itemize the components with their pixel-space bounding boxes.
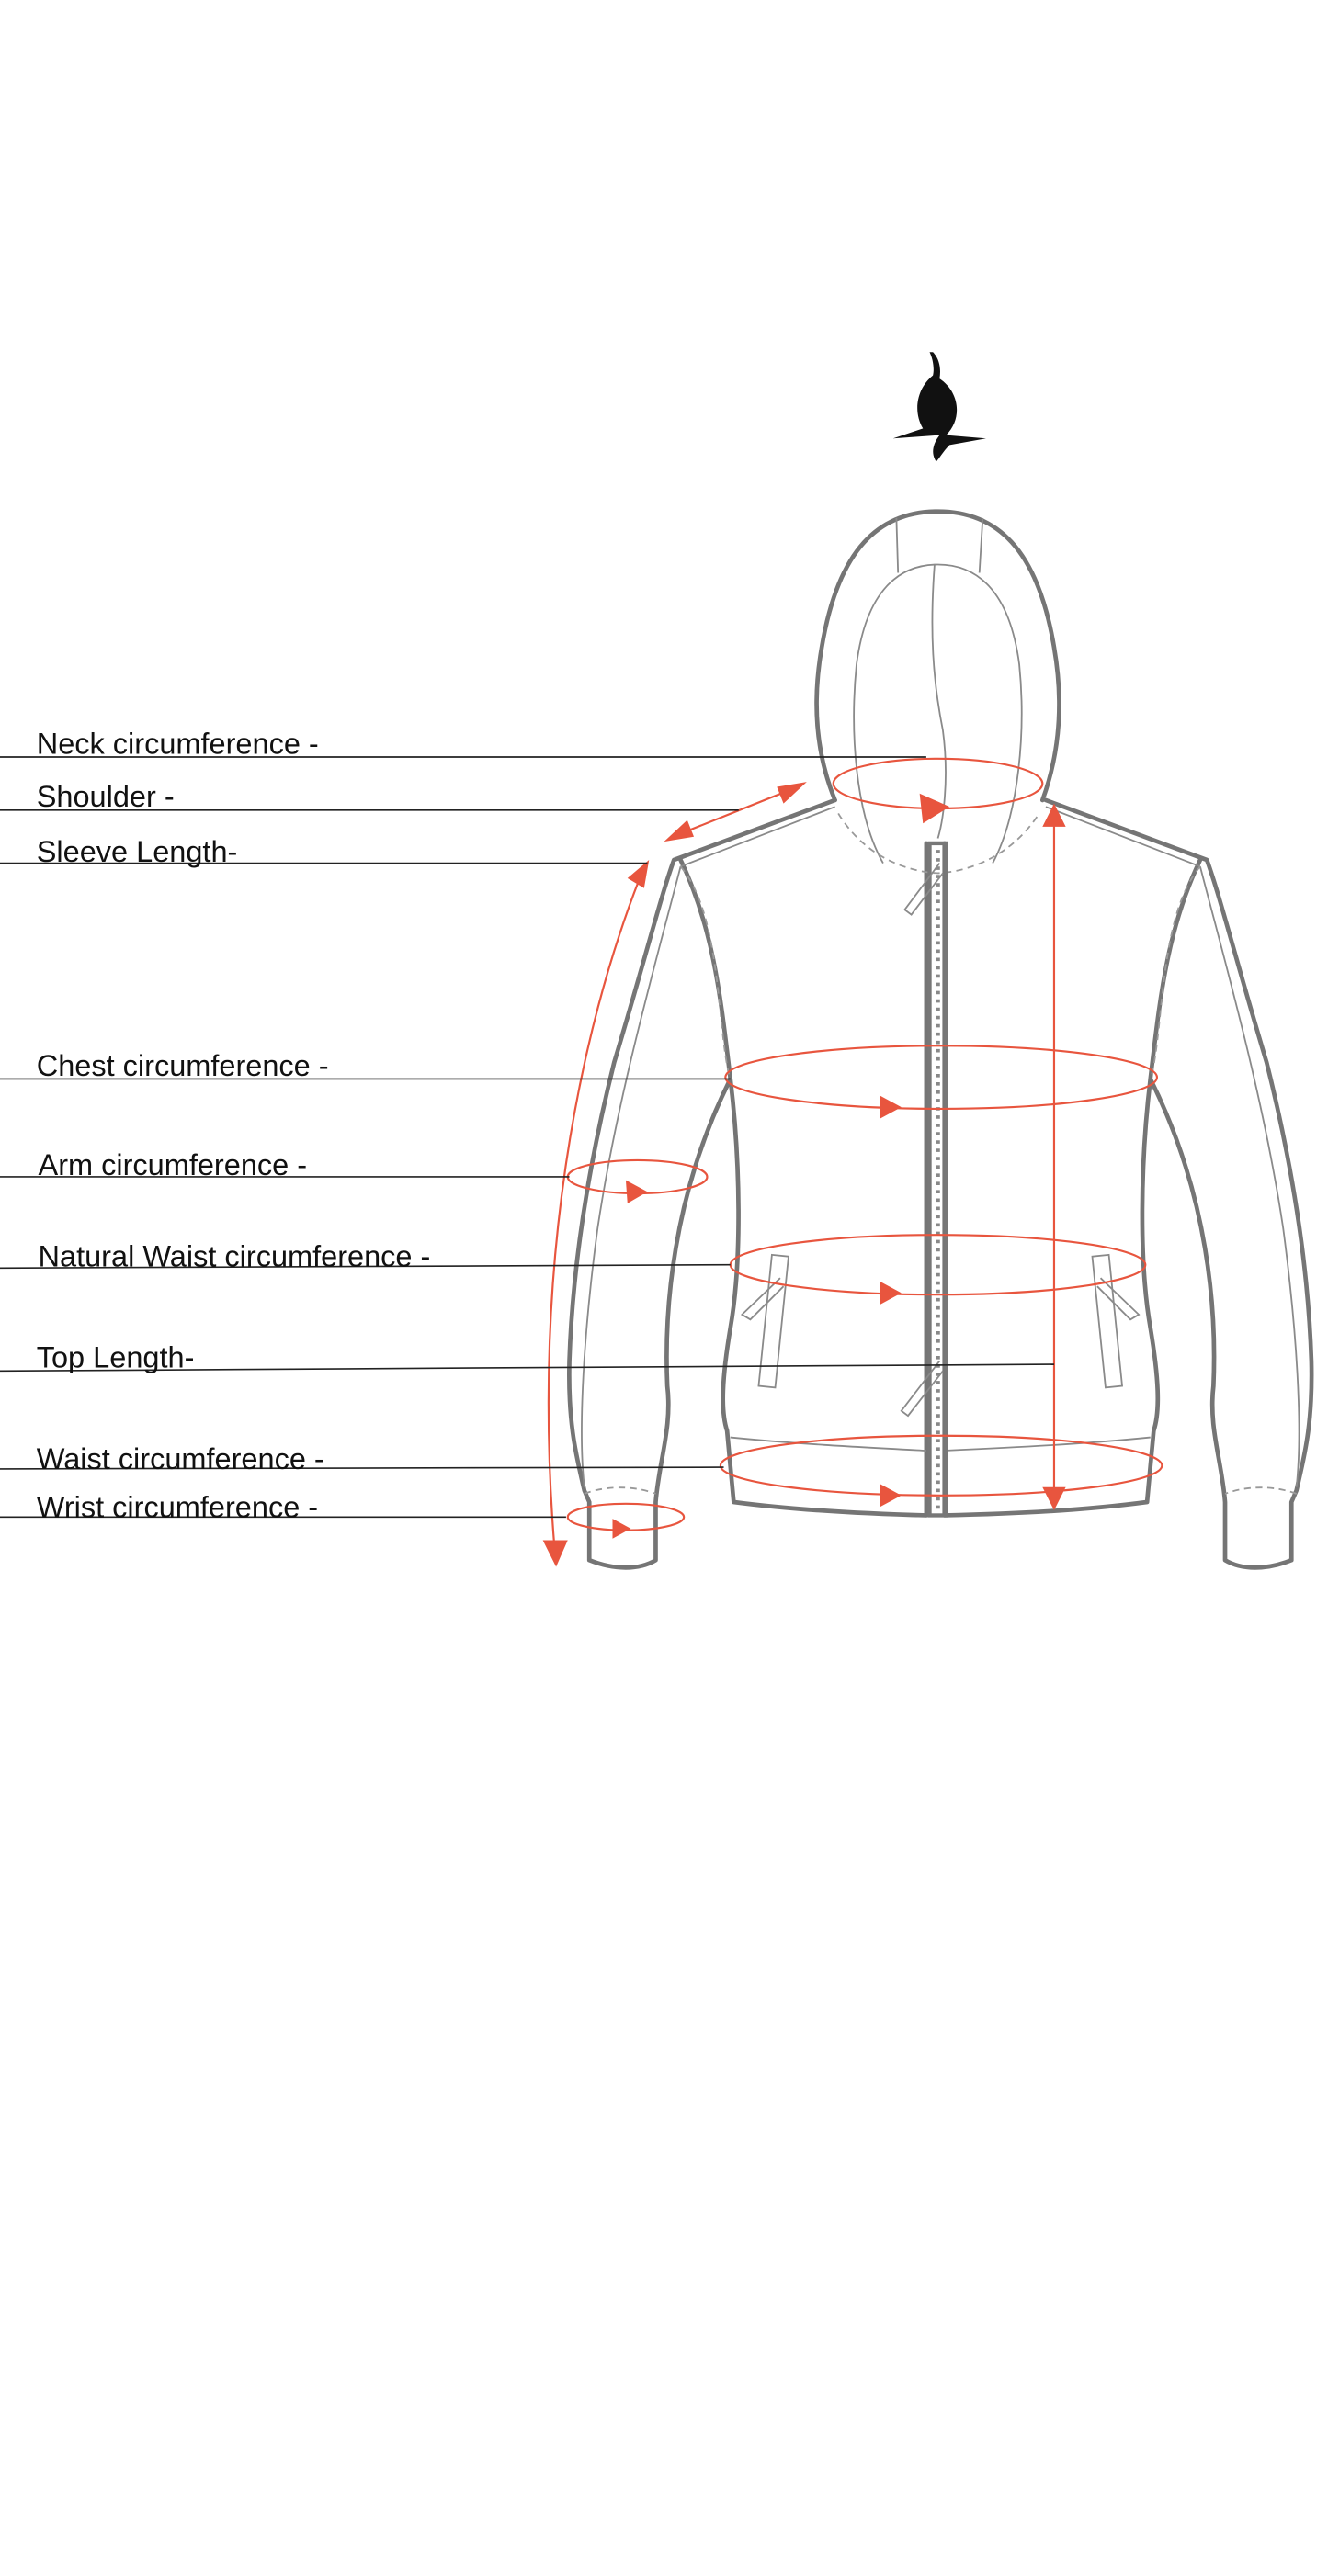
label-shoulder: Shoulder - [37, 780, 175, 813]
zipper [900, 841, 948, 1518]
label-waist-circumference: Waist circumference - [37, 1442, 324, 1475]
leader-top-length [0, 1363, 1054, 1373]
measure-top-length [1042, 803, 1066, 1511]
jacket-right-half [942, 797, 1314, 1570]
measurement-labels: Neck circumference - Shoulder - Sleeve L… [37, 727, 431, 1523]
measure-sleeve-length [542, 859, 650, 1567]
measure-wrist [566, 1502, 686, 1539]
leader-waist [0, 1466, 724, 1470]
label-sleeve-length: Sleeve Length- [37, 835, 238, 868]
label-chest-circumference: Chest circumference - [37, 1049, 329, 1082]
brand-logo-icon [892, 352, 986, 462]
label-wrist-circumference: Wrist circumference - [37, 1490, 318, 1523]
label-natural-waist-circumference: Natural Waist circumference - [39, 1240, 431, 1273]
jacket-left-half [566, 797, 929, 1570]
measure-natural-waist [729, 1234, 1147, 1305]
measure-neck [832, 757, 1044, 824]
measure-chest [724, 1045, 1159, 1119]
hood [814, 509, 1061, 875]
measure-shoulder [664, 782, 807, 842]
label-neck-circumference: Neck circumference - [37, 727, 319, 760]
measure-waist [719, 1434, 1163, 1508]
jacket-outline [566, 509, 1314, 1570]
label-top-length: Top Length- [37, 1341, 195, 1374]
leader-lines [0, 756, 1054, 1519]
label-arm-circumference: Arm circumference - [39, 1148, 308, 1181]
leader-natural-waist [0, 1263, 731, 1270]
